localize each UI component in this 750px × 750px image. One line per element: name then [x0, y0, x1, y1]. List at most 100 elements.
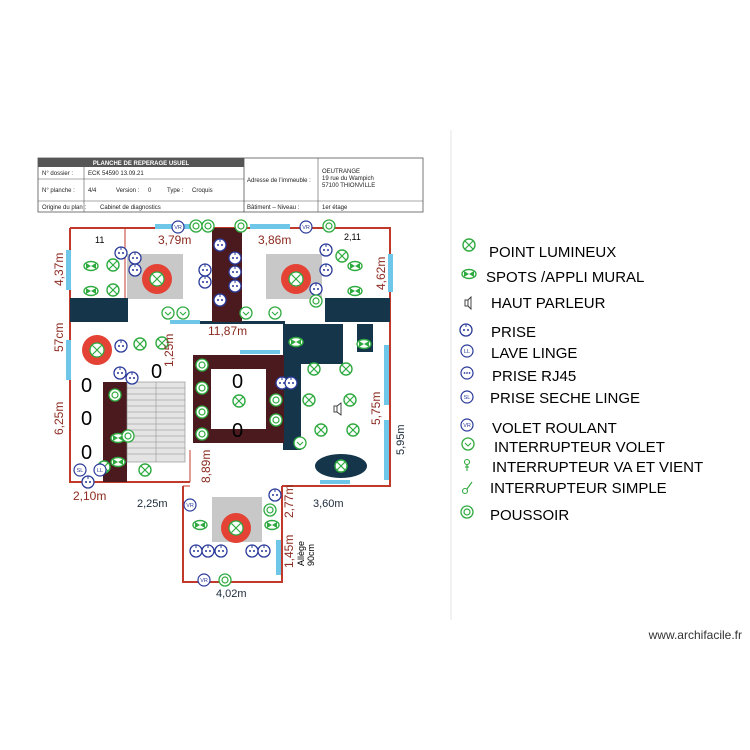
legend-item: VOLET ROULANT	[460, 418, 617, 437]
brown-partition	[193, 355, 211, 443]
dim-label: 11,87m	[208, 324, 247, 338]
dimensions: 3,79m 3,86m 4,37m 4,62m 57cm 11,87m 1,25…	[52, 232, 407, 600]
dossier-value: ECK 54590 13.09.21	[88, 171, 144, 177]
annotation-zero: 0	[81, 375, 92, 397]
dim-label: 1,45m	[282, 535, 296, 568]
dim-label: 1,25m	[162, 334, 176, 367]
legend-label: SPOTS /APPLI MURAL	[486, 269, 644, 286]
legend-item: PRISE	[459, 323, 536, 341]
adresse-line3: 57100 THIONVILLE	[322, 183, 375, 189]
planche-value: 4/4	[88, 188, 97, 194]
legend-label: INTERRUPTEUR VOLET	[494, 439, 665, 456]
legend-item: LL LAVE LINGE	[460, 344, 577, 362]
annotation-zero: 0	[81, 408, 92, 430]
spots-applique-icon	[461, 268, 477, 280]
legend-label: INTERRUPTEUR VA ET VIENT	[492, 459, 703, 476]
lamp-symbol	[81, 334, 113, 366]
staircase	[126, 381, 186, 463]
annotation-zero: 0	[232, 371, 243, 393]
dim-label: 2,10m	[73, 489, 106, 503]
brown-partition	[193, 429, 284, 443]
title-block: PLANCHE DE REPERAGE USUEL N° dossier : E…	[37, 157, 424, 213]
navy-wall	[325, 298, 390, 322]
type-label: Type :	[167, 188, 184, 194]
svg-text:SL: SL	[464, 395, 471, 401]
origine-value: Cabinet de diagnostics	[100, 205, 161, 211]
legend-item: PRISE RJ45	[460, 366, 576, 385]
legend-item: SPOTS /APPLI MURAL	[461, 268, 644, 286]
watermark: www.archifacile.fr	[648, 628, 742, 642]
lamp-symbol	[280, 263, 312, 295]
allege-label: Allège	[296, 541, 306, 566]
outer-wall	[282, 322, 391, 487]
legend-item: POUSSOIR	[460, 505, 569, 524]
dim-label: 2,77m	[282, 485, 296, 518]
legend-label: LAVE LINGE	[491, 345, 577, 362]
dossier-label: N° dossier :	[42, 171, 73, 177]
navy-wall	[70, 298, 128, 322]
legend-label: HAUT PARLEUR	[491, 295, 606, 312]
legend-label: VOLET ROULANT	[492, 420, 617, 437]
adresse-label: Adresse de l'immeuble :	[247, 178, 311, 184]
navy-wall	[185, 321, 285, 324]
planche-label: N° planche :	[42, 188, 75, 194]
point-lumineux-icon	[462, 238, 476, 252]
legend-item: INTERRUPTEUR VA ET VIENT	[463, 458, 703, 476]
legend-label: PRISE SECHE LINGE	[490, 390, 640, 407]
annotation-zero: 0	[81, 442, 92, 464]
interrupteur-simple-icon	[461, 481, 473, 495]
batiment-label: Bâtiment – Niveau :	[247, 205, 300, 211]
annotation-zero: 0	[151, 361, 162, 383]
seche-linge-icon: SL	[460, 390, 474, 404]
title-block-header	[38, 158, 244, 167]
lave-linge-icon: LL	[460, 344, 474, 358]
svg-text:SL: SL	[77, 468, 84, 474]
dim-label: 6,25m	[52, 402, 66, 435]
dim-label: 8,89m	[199, 450, 213, 483]
svg-text:LL: LL	[464, 349, 470, 355]
dim-label: 2,25m	[137, 498, 168, 510]
version-label: Version :	[116, 188, 140, 194]
dim-label: 4,62m	[374, 257, 388, 290]
windows	[66, 224, 393, 575]
adresse-line2: 19 rue du Wampich	[322, 176, 374, 182]
legend-label: INTERRUPTEUR SIMPLE	[490, 480, 667, 497]
allege-value: 90cm	[306, 544, 316, 566]
legend-item: INTERRUPTEUR VOLET	[461, 437, 665, 456]
legend-item: POINT LUMINEUX	[462, 238, 616, 261]
dim-label: 4,02m	[216, 588, 247, 600]
dim-label: 2,11	[344, 232, 361, 242]
poussoir-icon	[460, 505, 474, 519]
interrupteur-volet-icon	[461, 437, 475, 451]
prise-rj45-icon	[460, 366, 474, 380]
haut-parleur-icon	[464, 295, 472, 311]
title-block-header-text: PLANCHE DE REPERAGE USUEL	[93, 161, 190, 167]
lamp-symbol	[141, 263, 173, 295]
dim-label: 4,37m	[52, 253, 66, 286]
lave-linge-symbol: LL	[93, 463, 107, 477]
legend-item: HAUT PARLEUR	[464, 295, 606, 312]
dim-label: 5,75m	[369, 392, 383, 425]
dim-label: 3,60m	[313, 498, 344, 510]
interrupteur-va-et-vient-icon	[463, 458, 471, 471]
brown-partition	[193, 355, 284, 369]
prise-icon	[459, 323, 473, 337]
floor-plan: LL SL 0 0 0 0 0 0 3,79m 3,86m 4,37m 4,62…	[52, 219, 407, 600]
volet-roulant-icon	[460, 418, 474, 432]
svg-text:LL: LL	[97, 468, 103, 474]
inner-wall	[183, 450, 191, 487]
outer-wall	[182, 486, 283, 583]
type-value: Croquis	[192, 188, 213, 194]
legend: POINT LUMINEUX SPOTS /APPLI MURAL HAUT P…	[459, 238, 703, 524]
legend-label: POUSSOIR	[490, 507, 569, 524]
dim-label: 5,95m	[395, 424, 407, 455]
annotation-zero: 0	[232, 420, 243, 442]
batiment-value: 1er étage	[322, 205, 348, 211]
legend-label: PRISE RJ45	[492, 368, 576, 385]
lamp-symbol	[220, 512, 252, 544]
seche-linge-symbol: SL	[73, 463, 87, 477]
dim-label: 3,79m	[158, 233, 191, 247]
legend-item: INTERRUPTEUR SIMPLE	[461, 480, 667, 497]
legend-label: PRISE	[491, 324, 536, 341]
